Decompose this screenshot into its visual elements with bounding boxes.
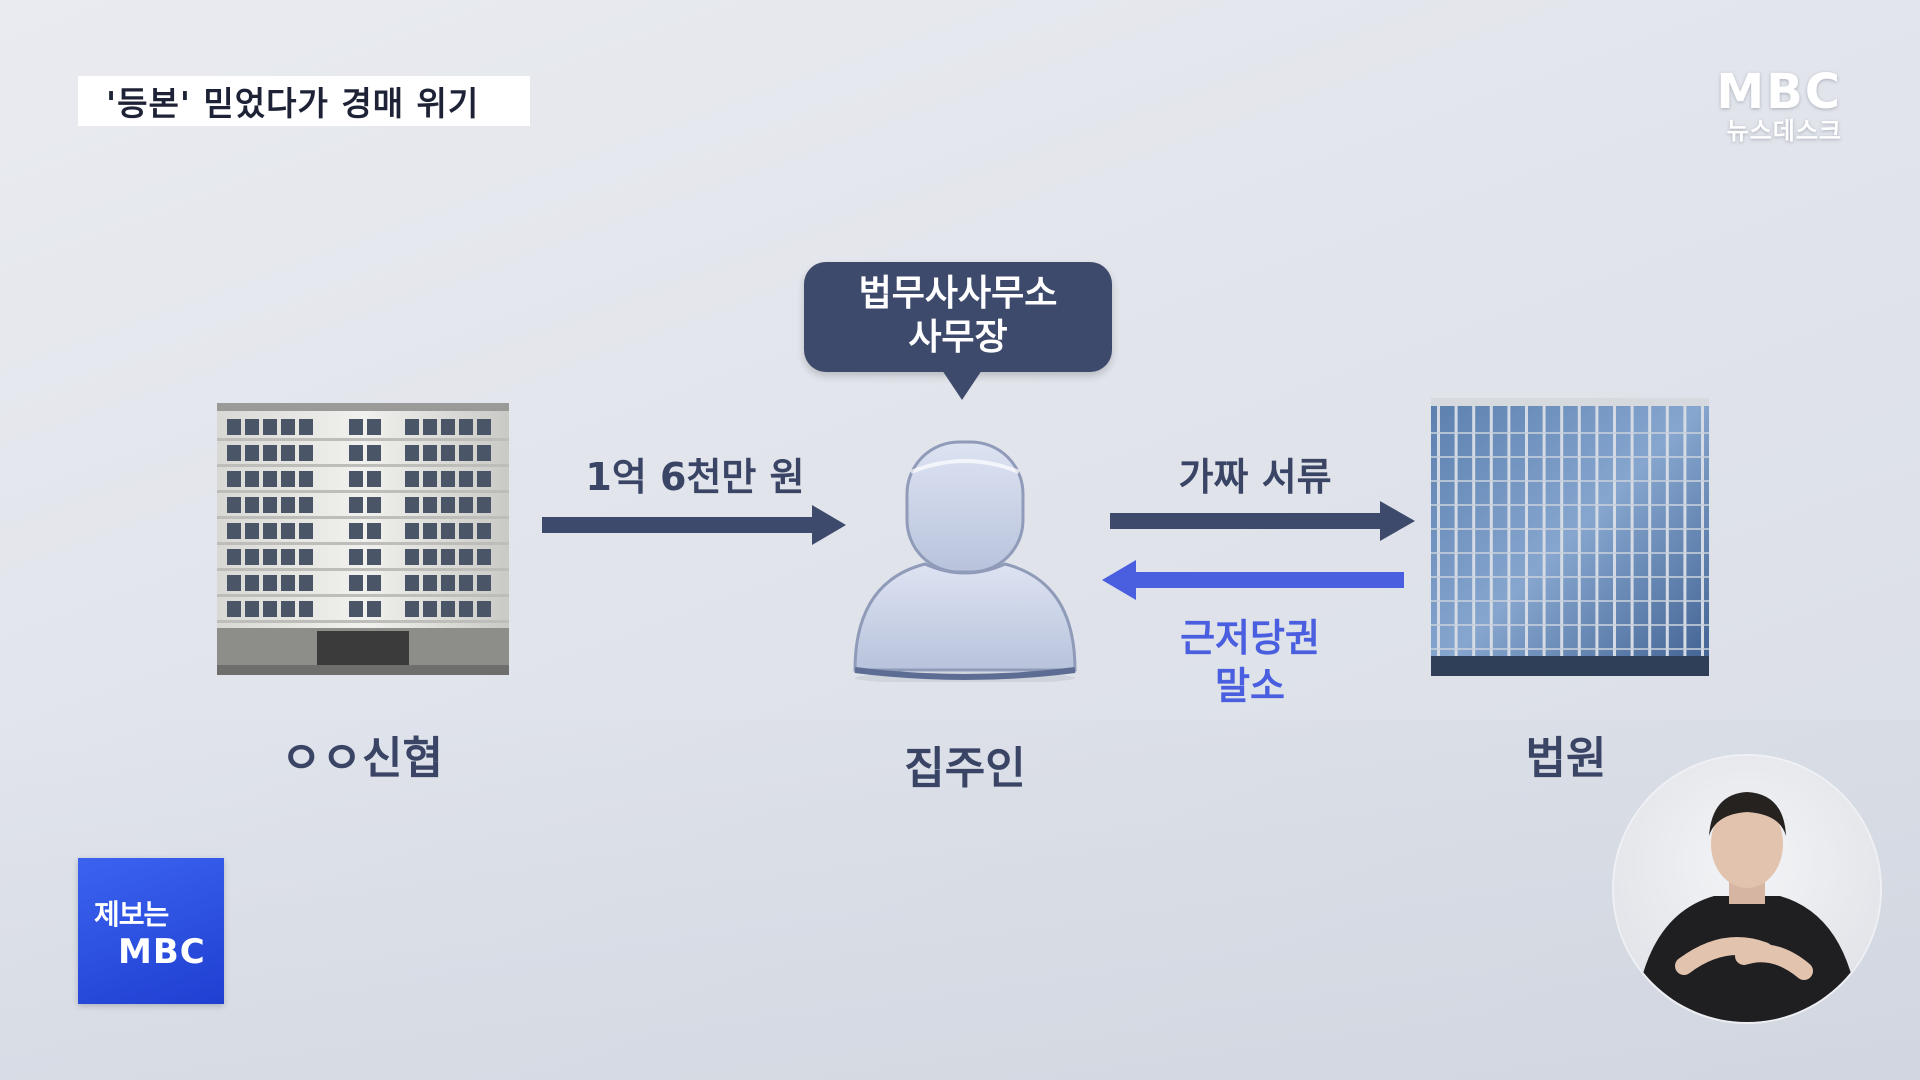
loan-amount-label: 1억 6천만 원 [585,455,805,499]
badge-line2: MBC [118,932,206,972]
arrow-fake-documents-to-court [1110,501,1415,541]
apartment-building-icon [217,403,509,675]
law-office-speech-bubble: 법무사사무소 사무장 [804,262,1112,400]
newsdesk-logo-text: 뉴스데스크 [1726,117,1842,145]
mbc-logo-text: MBC [1716,64,1842,120]
bubble-line1: 법무사사무소 [858,273,1058,314]
badge-line1: 제보는 [94,898,169,931]
mortgage-cancellation-label: 근저당권 말소 [1150,614,1350,710]
court-label: 법원 [1525,733,1607,784]
arrow-money-to-homeowner [542,505,846,545]
bubble-tail [942,370,982,400]
arrow-mortgage-cancellation [1102,560,1404,600]
fake-documents-label: 가짜 서류 [1178,455,1332,499]
glass-office-building-icon [1431,398,1709,676]
headline-caption: '등본' 믿었다가 경매 위기 [78,76,530,126]
interpreter-figure-icon [1634,792,1860,1022]
mortgage-line1: 근저당권 [1180,616,1320,660]
bubble-line2: 사무장 [908,317,1008,358]
person-icon [853,440,1077,682]
headline-text: '등본' 믿었다가 경매 위기 [106,84,480,123]
mbc-newsdesk-logo: MBC 뉴스데스크 [1692,68,1842,146]
mortgage-line2: 말소 [1215,664,1285,708]
homeowner-label: 집주인 [904,743,1026,794]
report-to-mbc-badge: 제보는 MBC [78,858,224,1004]
sign-language-interpreter-inset [1614,756,1880,1022]
credit-union-label: ㅇㅇ신협 [281,733,443,784]
